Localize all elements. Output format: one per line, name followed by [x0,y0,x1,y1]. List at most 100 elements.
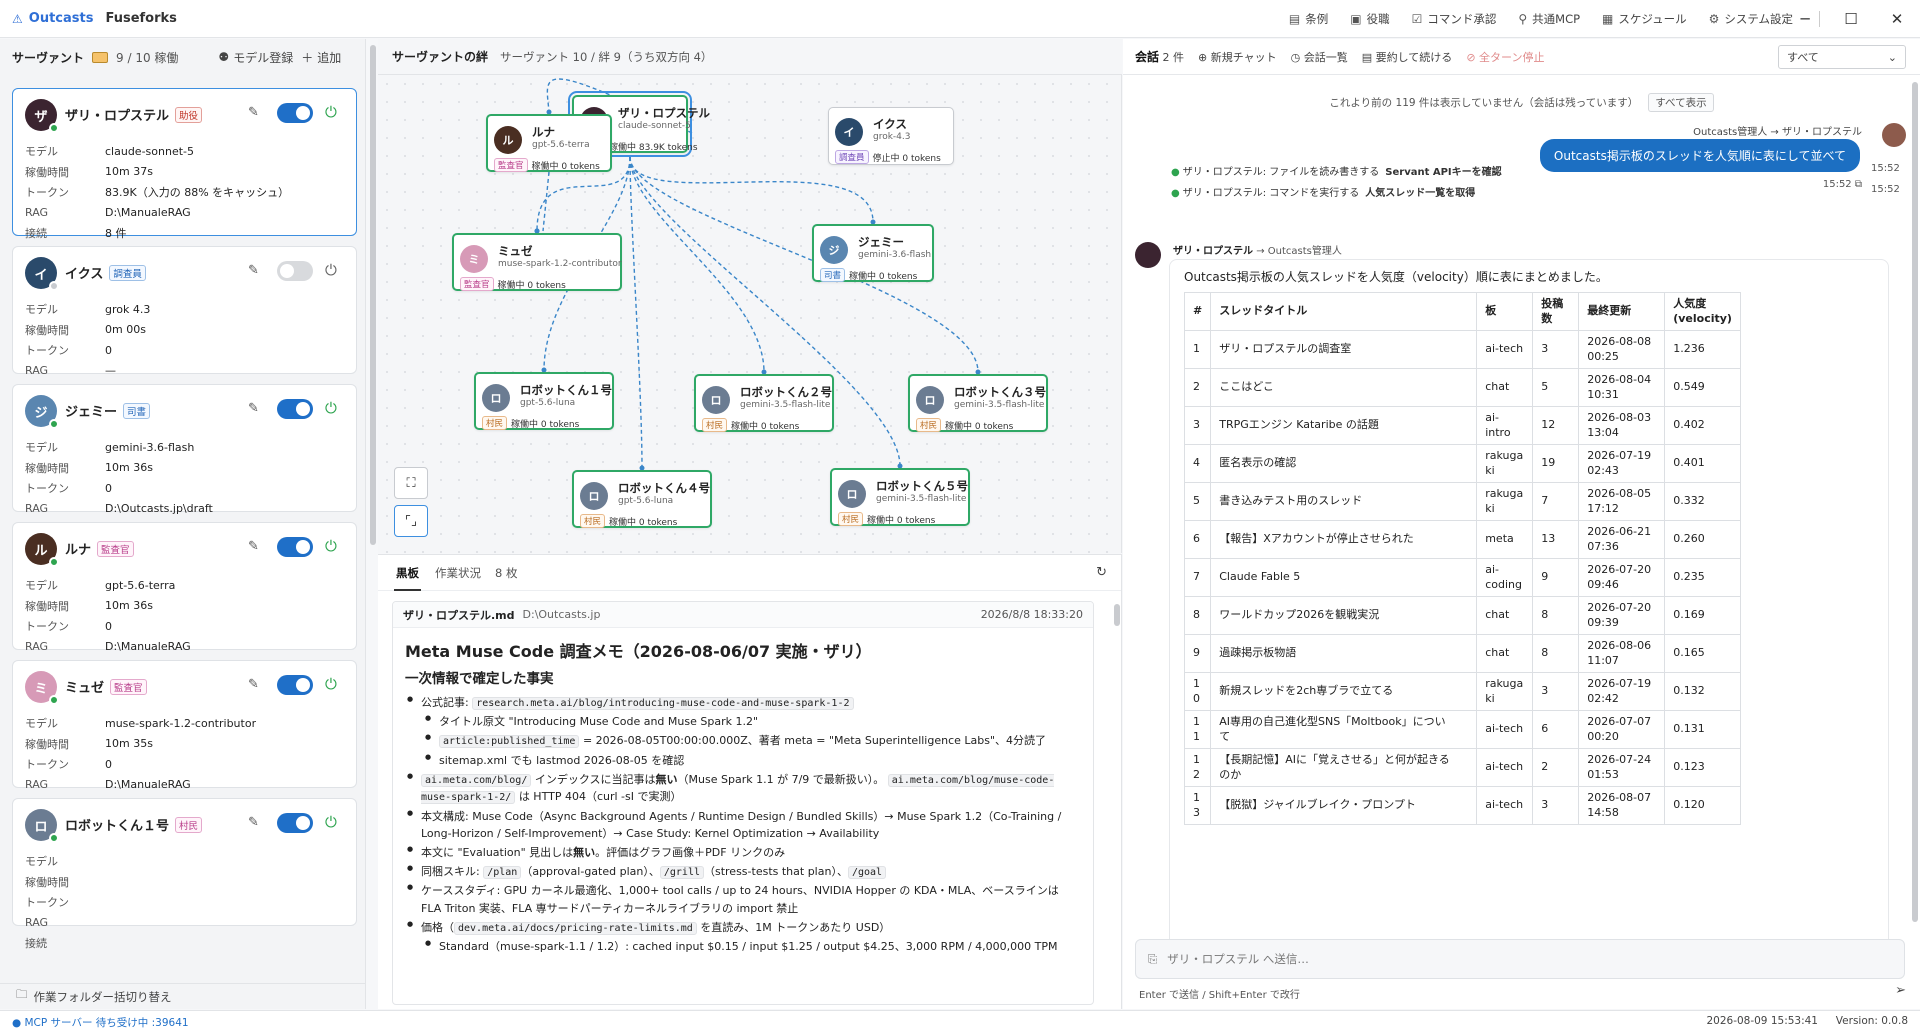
chat-scrollbar[interactable] [1912,82,1918,922]
document-scrollbar[interactable] [1114,604,1120,626]
table-header-cell: 人気度 (velocity) [1664,292,1742,331]
servant-toggle[interactable] [277,103,313,123]
edit-icon[interactable]: ✎ [248,539,259,554]
model-register-button[interactable]: ⚉モデル登録 [218,49,293,66]
servant-list-scrollbar[interactable] [370,45,376,545]
power-icon[interactable]: ⏻ [325,399,337,417]
servant-toggle[interactable] [277,675,313,695]
message-composer[interactable]: ⎘ ザリ・ロプステル へ送信… [1135,939,1905,979]
card-row-key: トークン [25,896,69,910]
power-icon[interactable]: ⏻ [325,813,337,831]
tab-blackboard[interactable]: 黒板 [394,555,421,591]
topnav-plug[interactable]: ⚲共通MCP [1518,11,1580,27]
pause-indicator-icon[interactable] [92,51,109,63]
card-row-key: 稼働時間 [25,165,69,179]
power-icon[interactable]: ⏻ [325,675,337,693]
node-status: 村民稼働中 0 tokens [916,418,1013,432]
close-icon[interactable]: ✕ [1890,10,1904,28]
tab-work-status[interactable]: 作業状況 [435,565,481,580]
paperclip-icon[interactable]: ⎘ [1148,951,1158,966]
fit-view-button[interactable]: ⛶ [394,467,428,499]
select-mode-button[interactable]: ⌜⌟ [394,505,428,537]
power-icon[interactable]: ⏻ [325,103,337,121]
stop-all-button[interactable]: ⊘ 全ターン停止 [1466,49,1544,65]
chat-filter-select[interactable]: すべて⌄ [1778,45,1906,69]
node-name: ロボットくん１号 [520,383,612,397]
topnav-book[interactable]: ▤条例 [1289,11,1328,27]
table-cell: meta [1476,520,1534,559]
table-cell: 2026-07-20 09:46 [1578,558,1666,597]
maximize-icon[interactable]: ☐ [1844,10,1858,28]
servant-toggle[interactable] [277,813,313,833]
topnav-calendar[interactable]: ▦スケジュール [1602,11,1687,27]
servant-toggle[interactable] [277,399,313,419]
status-dot-icon [49,419,59,429]
edit-icon[interactable]: ✎ [248,105,259,120]
node-status: 村民稼働中 0 tokens [580,514,677,528]
send-icon[interactable]: ➢ [1895,983,1906,998]
avatar: ミ [25,671,57,703]
message-input[interactable]: ザリ・ロプステル へ送信… [1167,952,1309,966]
card-row-key: 稼働時間 [25,875,69,889]
folder-switch-button[interactable]: 🗀 作業フォルダー括切り替え [0,983,366,1009]
chat-header: 会話 2 件 ⊕ 新規チャット ◷ 会話一覧 ▤ 要約して続ける ⊘ 全ターン停… [1123,39,1920,75]
status-dot-icon [49,281,59,291]
topnav-checkbox[interactable]: ☑コマンド承認 [1412,11,1497,27]
power-icon[interactable]: ⏻ [325,261,337,279]
topnav-briefcase[interactable]: ▣役職 [1350,11,1389,27]
card-row-value: 0m 00s [105,323,146,337]
edit-icon[interactable]: ✎ [248,263,259,278]
servant-toggle[interactable] [277,261,313,281]
table-cell: 12 [1532,406,1580,445]
user-message-meta: Outcasts管理人 → ザリ・ロプステル [1693,127,1862,138]
summarize-button[interactable]: ▤ 要約して続ける [1362,49,1453,65]
servant-toggle[interactable] [277,537,313,557]
edit-icon[interactable]: ✎ [248,815,259,830]
chat-list-button[interactable]: ◷ 会話一覧 [1291,49,1348,65]
servant-name: ロボットくん１号村民 [65,815,203,834]
refresh-icon[interactable]: ↻ [1096,565,1107,580]
user-time-text: 15:52 [1822,179,1852,190]
new-chat-button[interactable]: ⊕ 新規チャット [1198,49,1277,65]
edge-arrow-icon [534,228,540,234]
topnav-gear[interactable]: ⚙システム設定 [1709,11,1793,27]
table-cell: chat [1476,596,1534,635]
node-status-text: 稼働中 0 tokens [849,272,918,282]
node-status: 村民稼働中 0 tokens [838,512,935,526]
node-avatar: イ [835,118,863,146]
role-badge: 調査員 [109,265,146,281]
minimize-icon[interactable]: ─ [1800,10,1810,28]
show-all-button[interactable]: すべて表示 [1648,93,1714,112]
power-icon[interactable]: ⏻ [325,537,337,555]
hidden-note-text: これより前の 119 件は表示していません（会話は残っています） [1329,97,1639,109]
node-model: claude-sonnet-5 [618,121,691,131]
servant-panel-title: サーヴァント [12,50,85,65]
bond-edge [629,156,765,373]
node-avatar: ル [494,126,522,154]
edit-icon[interactable]: ✎ [248,677,259,692]
edit-icon[interactable]: ✎ [248,401,259,416]
copy-icon[interactable]: ⧉ [1854,179,1862,190]
add-servant-button[interactable]: ＋追加 [301,49,341,66]
